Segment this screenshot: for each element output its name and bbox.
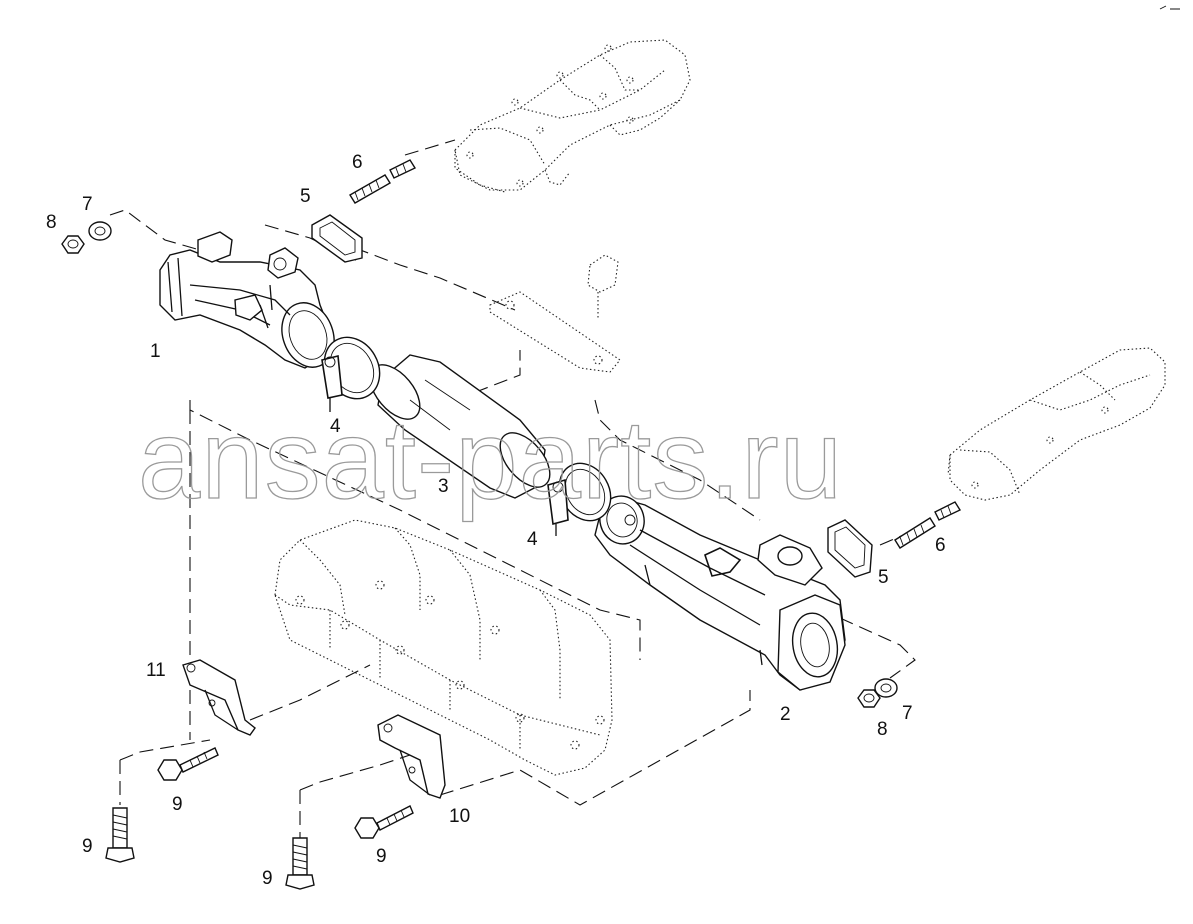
part-9-bolt-d	[285, 837, 315, 890]
part-1-left-elbow	[159, 231, 335, 369]
callout-1: 1	[150, 341, 161, 362]
part-4-clamp-upper	[321, 336, 381, 412]
corner-mark	[1159, 5, 1180, 10]
callout-9-b: 9	[82, 836, 93, 857]
callout-6-lower: 6	[935, 535, 946, 556]
phantom-upper-manifold	[454, 39, 691, 193]
part-4-clamp-lower	[547, 462, 612, 536]
callout-7-lower: 7	[902, 703, 913, 724]
watermark-text: ansat-parts.ru	[138, 397, 843, 522]
part-5-gasket-lower	[827, 519, 873, 578]
callout-4-lower: 4	[527, 529, 538, 550]
part-9-bolt-c	[354, 805, 414, 839]
part-9-bolt-b	[105, 807, 135, 863]
assembly-lines	[109, 139, 936, 840]
callout-11: 11	[146, 660, 166, 681]
callout-4-upper: 4	[330, 416, 341, 437]
part-9-bolt-a	[157, 747, 219, 781]
part-3-connecting-pipe	[369, 354, 551, 499]
callout-5-upper: 5	[300, 186, 311, 207]
part-7-washer-lower	[874, 678, 898, 698]
part-7-washer-upper	[88, 221, 112, 241]
callout-2: 2	[780, 704, 791, 725]
phantom-right-manifold	[947, 347, 1166, 501]
callout-labels: 1 2 3 4 4 5 5 6 6 7 7 8 8 9 9 9 9 10 11	[46, 152, 946, 889]
callout-3: 3	[438, 476, 449, 497]
callout-5-lower: 5	[878, 567, 889, 588]
part-8-nut-upper	[61, 235, 85, 254]
callout-10: 10	[449, 806, 470, 827]
part-11-bracket	[182, 659, 256, 736]
callout-7-upper: 7	[82, 194, 93, 215]
phantom-cylinder-head	[274, 519, 613, 776]
callout-8-upper: 8	[46, 212, 57, 233]
part-10-bracket	[377, 714, 446, 799]
callout-9-c: 9	[376, 846, 387, 867]
part-6-stud-lower	[894, 501, 962, 549]
bracket-upper	[489, 254, 621, 373]
part-8-nut-lower	[857, 689, 881, 708]
part-6-stud-upper	[349, 159, 417, 204]
callout-8-lower: 8	[877, 719, 888, 740]
callout-9-d: 9	[262, 868, 273, 889]
callout-6-upper: 6	[352, 152, 363, 173]
part-2-right-manifold	[594, 495, 846, 691]
callout-9-a: 9	[172, 794, 183, 815]
part-5-gasket-upper	[311, 214, 363, 263]
